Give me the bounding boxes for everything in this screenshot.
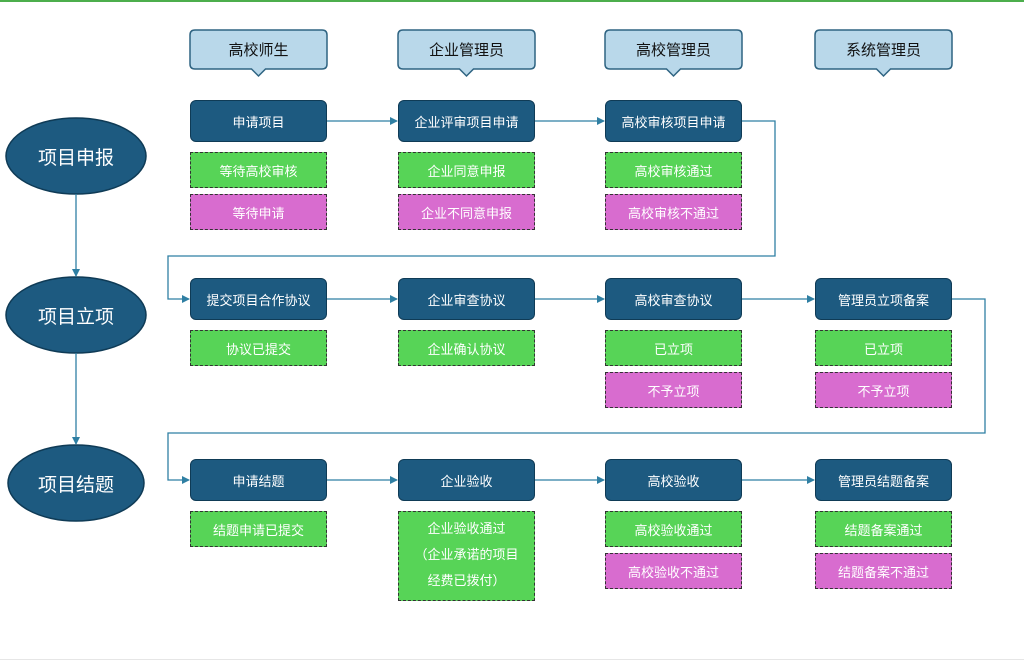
row-link-arrow xyxy=(167,298,986,484)
step-box[interactable]: 申请项目 xyxy=(190,100,327,142)
phase-label-2: 项目立项 xyxy=(37,305,114,328)
status-badge: 企业验收通过 （企业承诺的项目经费已拨付） xyxy=(398,511,535,601)
phase-ellipse xyxy=(7,444,145,522)
row-link-arrow xyxy=(167,120,776,303)
status-badge: 不予立项 xyxy=(605,372,742,408)
status-badge: 等待申请 xyxy=(190,194,327,230)
status-badge: 已立项 xyxy=(815,330,952,366)
phase-label-1: 项目申报 xyxy=(37,146,114,169)
role-callout-shape xyxy=(604,29,743,78)
status-badge: 协议已提交 xyxy=(190,330,327,366)
status-badge: 企业不同意申报 xyxy=(398,194,535,230)
role-header-3: 高校管理员 xyxy=(635,41,711,59)
role-callout-shape xyxy=(397,29,536,78)
role-callout-shape xyxy=(189,29,328,78)
status-badge: 结题备案不通过 xyxy=(815,553,952,589)
role-callout-shape xyxy=(814,29,953,78)
step-box[interactable]: 企业评审项目申请 xyxy=(398,100,535,142)
status-badge: 高校审核不通过 xyxy=(605,194,742,230)
status-badge: 结题申请已提交 xyxy=(190,511,327,547)
status-badge: 等待高校审核 xyxy=(190,152,327,188)
status-badge: 企业同意申报 xyxy=(398,152,535,188)
step-box[interactable]: 申请结题 xyxy=(190,459,327,501)
status-badge: 结题备案通过 xyxy=(815,511,952,547)
step-box[interactable]: 企业验收 xyxy=(398,459,535,501)
status-badge: 高校验收不通过 xyxy=(605,553,742,589)
status-badge: 高校验收通过 xyxy=(605,511,742,547)
top-accent-line xyxy=(0,0,1024,2)
step-box[interactable]: 提交项目合作协议 xyxy=(190,278,327,320)
status-badge: 企业确认协议 xyxy=(398,330,535,366)
status-line: 经费已拨付） xyxy=(427,574,506,589)
phase-label-3: 项目结题 xyxy=(37,473,114,496)
role-header-4: 系统管理员 xyxy=(845,41,921,59)
step-box[interactable]: 高校审核项目申请 xyxy=(605,100,742,142)
status-line: （企业承诺的项目 xyxy=(414,548,519,563)
step-box[interactable]: 管理员结题备案 xyxy=(815,459,952,501)
status-badge: 不予立项 xyxy=(815,372,952,408)
status-badge: 已立项 xyxy=(605,330,742,366)
status-badge: 高校审核通过 xyxy=(605,152,742,188)
status-line: 企业验收通过 xyxy=(427,522,506,537)
role-header-1: 高校师生 xyxy=(228,41,289,59)
step-box[interactable]: 企业审查协议 xyxy=(398,278,535,320)
step-box[interactable]: 管理员立项备案 xyxy=(815,278,952,320)
role-header-2: 企业管理员 xyxy=(428,41,504,59)
step-box[interactable]: 高校审查协议 xyxy=(605,278,742,320)
step-box[interactable]: 高校验收 xyxy=(605,459,742,501)
